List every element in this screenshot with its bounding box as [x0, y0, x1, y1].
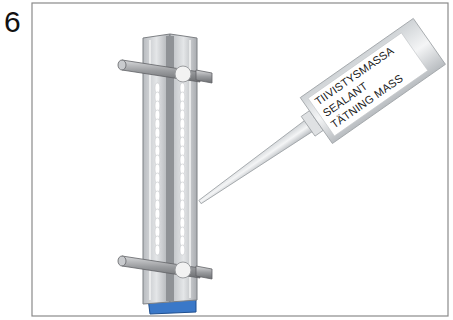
sealant-bead — [155, 83, 185, 255]
sealant-cartridge — [184, 18, 445, 224]
bolt — [118, 60, 212, 83]
frame — [32, 3, 448, 316]
bolt — [118, 256, 212, 279]
step-number: 6 — [4, 6, 21, 38]
